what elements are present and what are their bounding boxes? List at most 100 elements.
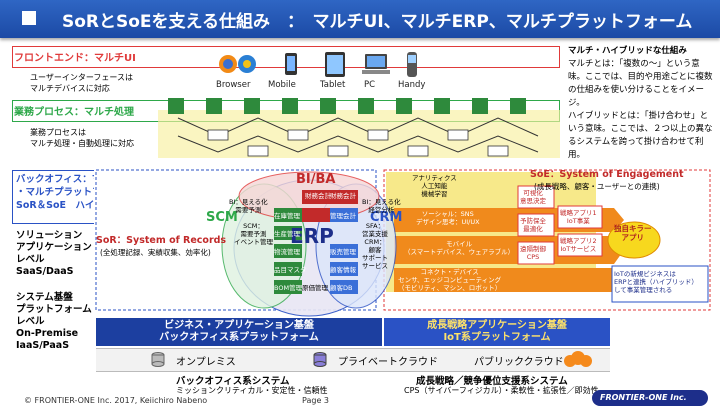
solution-level-label: ソリューション アプリケーション レベル SaaS/DaaS (16, 230, 92, 278)
killer-line: 独自キラー (614, 224, 652, 233)
erp-hex-grid (274, 208, 302, 294)
backoffice-platform-band (96, 318, 382, 346)
db-item-customer-db: 顧客DB (330, 284, 353, 292)
crm-item: サービス (362, 262, 388, 270)
erp-module-sales: 販売管理 (330, 248, 356, 256)
right-note-heading: マルチ・ハイブリッドな仕組み (568, 46, 687, 56)
bi-left-line: BI：見える化 (229, 198, 268, 206)
iot-note-line: ERPと連携（ハイブリッド） (614, 278, 698, 286)
bottom-left-sub: ミッションクリティカル・安定性・信頼性 (176, 386, 328, 395)
slide-title: SoRとSoEを支える仕組み ： マルチUI、マルチERP、マルチプラットフォー… (62, 12, 693, 32)
bi-right-line: BI：見える化 (362, 198, 401, 206)
frontend-note-line: ユーザーインターフェースは (30, 73, 133, 82)
device-caption-pc: PC (364, 80, 376, 90)
soe-box-line: 最適化 (523, 225, 543, 233)
database-icon-onprem (151, 352, 165, 367)
iot-note: IoTの新規ビジネスは ERPと連携（ハイブリッド） して事業管理される (614, 270, 698, 294)
app-line: IoT事業 (566, 217, 590, 225)
app-box-2: 戦略アプリ2 IoTサービス (560, 237, 597, 253)
process-block (244, 98, 260, 114)
crm-item: CRM： (364, 238, 386, 246)
iot-note-line: して事業管理される (614, 286, 673, 294)
context-text: コネクト・デバイス センサ、エッジコンピューティング （モビリティ、マシン、ロボ… (398, 268, 501, 292)
app-boxes (557, 205, 603, 257)
erp-module-bom: BOM管理 (274, 284, 303, 292)
bi-left-line: 需要予測 (235, 206, 262, 214)
left-label-line: レベル (16, 316, 45, 327)
iot-platform-band (384, 318, 610, 346)
tablet-icon (325, 52, 345, 77)
scm-item: イベント管理 (234, 238, 273, 246)
bottom-right-sub: CPS（サイバーフィジカル）・柔軟性・拡張性／即効性 (404, 386, 599, 395)
footer-copyright: © FRONTIER-ONE Inc. 2017, Keiichiro Nabe… (24, 396, 208, 405)
app-line: 戦略アプリ1 (560, 209, 597, 217)
process-flow-diagram (158, 98, 560, 158)
device-caption-browser: Browser (216, 80, 251, 90)
process-block (168, 98, 184, 114)
soe-box-line: 遠隔制御 (520, 245, 546, 253)
kpi-text: 財務会計 (305, 192, 331, 200)
left-label-line: ソリューション (16, 230, 83, 241)
bi-hex-grid (302, 190, 358, 222)
right-note-multi: マルチとは：「複数の～」という意味。ここでは、目的や用途ごとに複数の仕組みを使い… (568, 59, 713, 108)
footer-logo-bg (592, 390, 708, 406)
platform-line: IoT系プラットフォーム (443, 332, 551, 343)
erp-module-cost: 原価管理 (302, 284, 328, 292)
soe-box-visualize: 可視化 意思決定 (520, 189, 546, 205)
cloud-label-onprem: オンプレミス (176, 357, 236, 368)
soe-box-maintenance: 予防保全 最適化 (520, 217, 546, 233)
soe-box-line: 予防保全 (520, 217, 546, 225)
app-line: 戦略アプリ2 (560, 237, 597, 245)
process-block (282, 98, 298, 114)
right-note-hybrid: ハイブリッドとは：「掛け合わせ」という意味。ここでは、２つ以上の異なるシステムを… (568, 111, 713, 160)
crm-item: 顧客 (368, 246, 382, 254)
iot-platform-text: 成長戦略アプリケーション基盤 IoT系プラットフォーム (384, 320, 610, 344)
analytics-text: アナリティクス 人工知能 機械学習 (412, 174, 457, 198)
bi-ba-label: BI/BA (296, 172, 336, 187)
mobile-text: モバイル （スマートデバイス、ウェアラブル） (404, 240, 514, 256)
soe-box-line: CPS (526, 253, 540, 261)
analytics-line: 機械学習 (421, 190, 448, 198)
erp-module-item-master: 品目マスタ (274, 266, 307, 274)
scm-items: SCM： 需要予測 イベント管理 (234, 222, 273, 246)
erp-module-mgmt-accounting: 管理会計 (330, 212, 356, 220)
browser-icon (219, 55, 256, 73)
context-line: （モビリティ、マシン、ロボット） (398, 284, 502, 292)
backoffice-platform-text: ビジネス・アプリケーション基盤 バックオフィス系プラットフォーム (96, 320, 382, 344)
mobile-icon (285, 53, 297, 75)
crm-item: サポート (362, 254, 388, 262)
bottom-right-title: 成長戦略／競争優位支援系システム (416, 376, 568, 387)
process-block (358, 98, 374, 114)
handy-icon (407, 52, 417, 77)
backoffice-label-line: ・マルチプラットフォーム (16, 187, 130, 198)
platform-line: バックオフィス系プラットフォーム (159, 332, 319, 343)
soe-box-remote: 遠隔制御 CPS (520, 245, 546, 261)
business-note-line: 業務プロセスは (30, 128, 86, 137)
scm-item: 需要予測 (240, 230, 267, 238)
context-line: センサ、エッジコンピューティング (398, 276, 502, 284)
soe-subtitle: (成長戦略、顧客・ユーザーとの連携) (534, 182, 660, 191)
left-label-line: IaaS/PaaS (16, 340, 70, 351)
backoffice-label-line: バックオフィス：マルチERP (16, 174, 142, 185)
cloud-label-private: プライベートクラウド (338, 357, 438, 368)
process-block (510, 98, 526, 114)
scm-item: SCM： (243, 222, 264, 230)
bi-left-text: BI：見える化 需要予測 (229, 198, 268, 214)
title-square-icon (22, 11, 36, 25)
killer-app-oval (607, 221, 661, 259)
business-note-line: マルチ処理・自動処理に対応 (30, 139, 134, 148)
social-line: デザイン思考：UI/UX (416, 218, 480, 226)
crm-label: CRM (370, 210, 403, 225)
bottom-left-title: バックオフィス系システム (176, 376, 290, 387)
soe-boxes (517, 185, 555, 265)
right-notes: マルチ・ハイブリッドな仕組み マルチとは：「複数の～」という意味。ここでは、目的… (568, 45, 714, 162)
crm-hex-grid (330, 208, 358, 294)
erp-label: ERP (290, 224, 334, 248)
device-caption-mobile: Mobile (268, 80, 296, 90)
context-strip (394, 268, 624, 292)
left-label-line: アプリケーション (16, 242, 92, 253)
title-bar (0, 0, 720, 38)
process-block (472, 98, 488, 114)
business-note: 業務プロセスは マルチ処理・自動処理に対応 (30, 127, 134, 149)
